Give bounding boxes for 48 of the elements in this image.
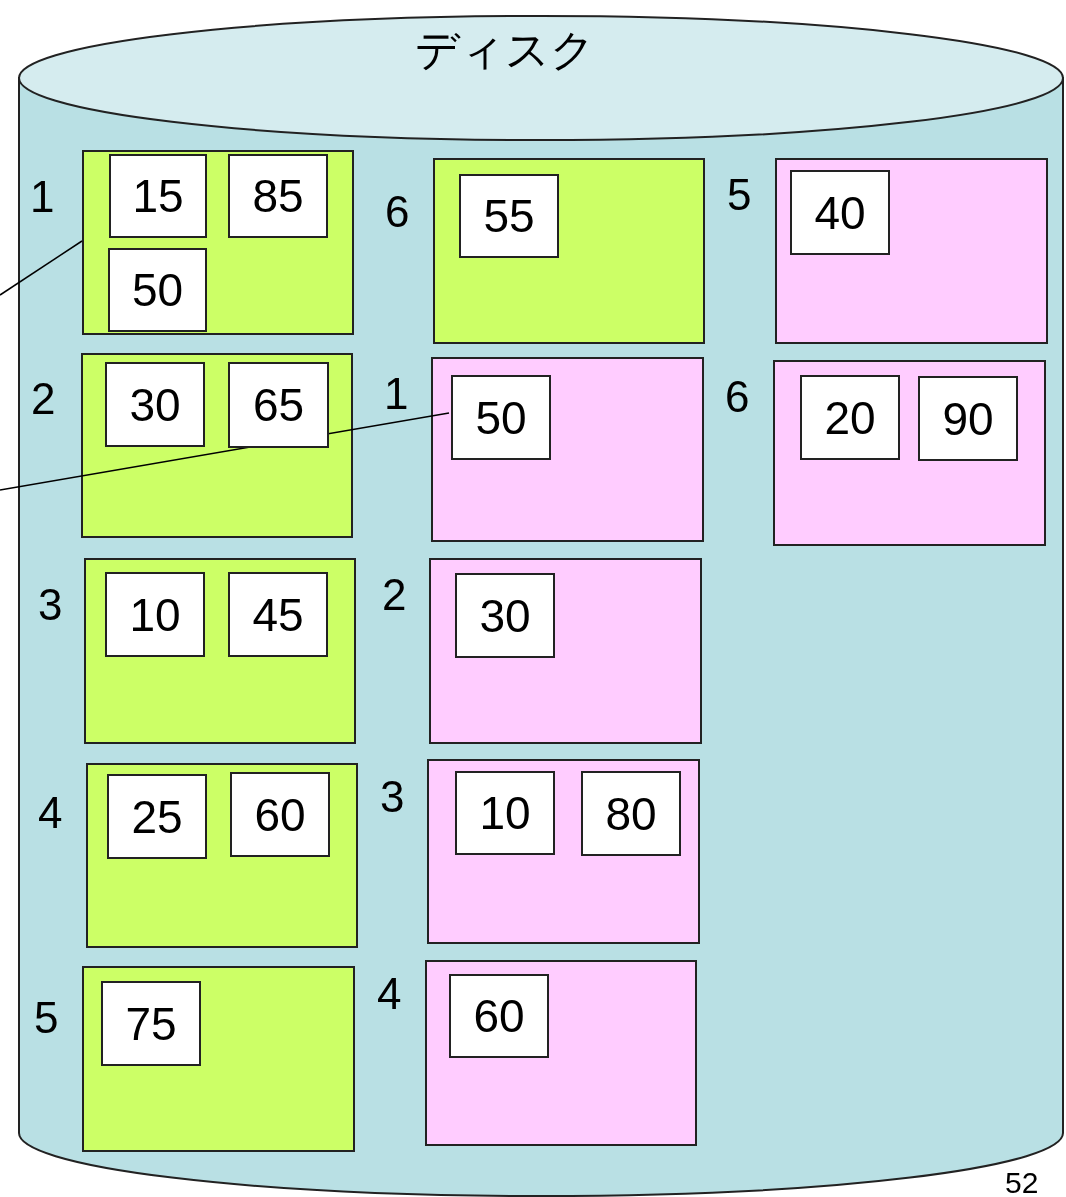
value-box: 10 [455, 771, 555, 855]
page-number: 2 [382, 573, 407, 617]
page-number: 4 [38, 791, 63, 835]
page-box [431, 357, 704, 542]
value-box: 30 [455, 573, 555, 658]
value-box: 75 [101, 981, 201, 1066]
page-number: 3 [38, 583, 63, 627]
value-box: 65 [228, 362, 329, 448]
disk-cylinder [18, 14, 1064, 1197]
connector-line [0, 412, 450, 491]
page-box [86, 763, 358, 948]
page-number: 5 [727, 173, 752, 217]
value-box: 80 [581, 771, 681, 856]
value-box: 50 [451, 375, 551, 460]
value-box: 60 [449, 974, 549, 1058]
value-box: 30 [105, 362, 205, 447]
value-box: 90 [918, 376, 1018, 461]
page-number: 3 [380, 775, 405, 819]
value-box: 85 [228, 154, 328, 238]
page-number: 1 [384, 372, 409, 416]
page-number: 6 [725, 375, 750, 419]
page-box [81, 353, 353, 538]
value-box: 10 [105, 572, 205, 657]
page-box [82, 966, 355, 1152]
page-box [433, 158, 705, 344]
value-box: 20 [800, 375, 900, 460]
page-box [84, 558, 356, 744]
value-box: 60 [230, 772, 330, 857]
page-box [425, 960, 697, 1146]
disk-label: ディスク [415, 28, 595, 72]
value-box: 40 [790, 170, 890, 255]
page-box [429, 558, 702, 744]
page-number: 1 [30, 175, 55, 219]
page-number: 2 [31, 377, 56, 421]
page-box [775, 158, 1048, 344]
value-box: 45 [228, 572, 328, 657]
page-box [773, 360, 1046, 546]
value-box: 55 [459, 174, 559, 258]
page-box [427, 759, 700, 944]
page-number: 5 [34, 996, 59, 1040]
connector-line [0, 240, 83, 296]
value-box: 50 [108, 248, 207, 332]
value-box: 15 [109, 154, 207, 238]
page-number: 6 [385, 190, 410, 234]
page-number: 4 [377, 972, 402, 1016]
value-box: 25 [107, 774, 207, 859]
page-number: 52 [1005, 1168, 1039, 1197]
page-box [82, 150, 354, 335]
